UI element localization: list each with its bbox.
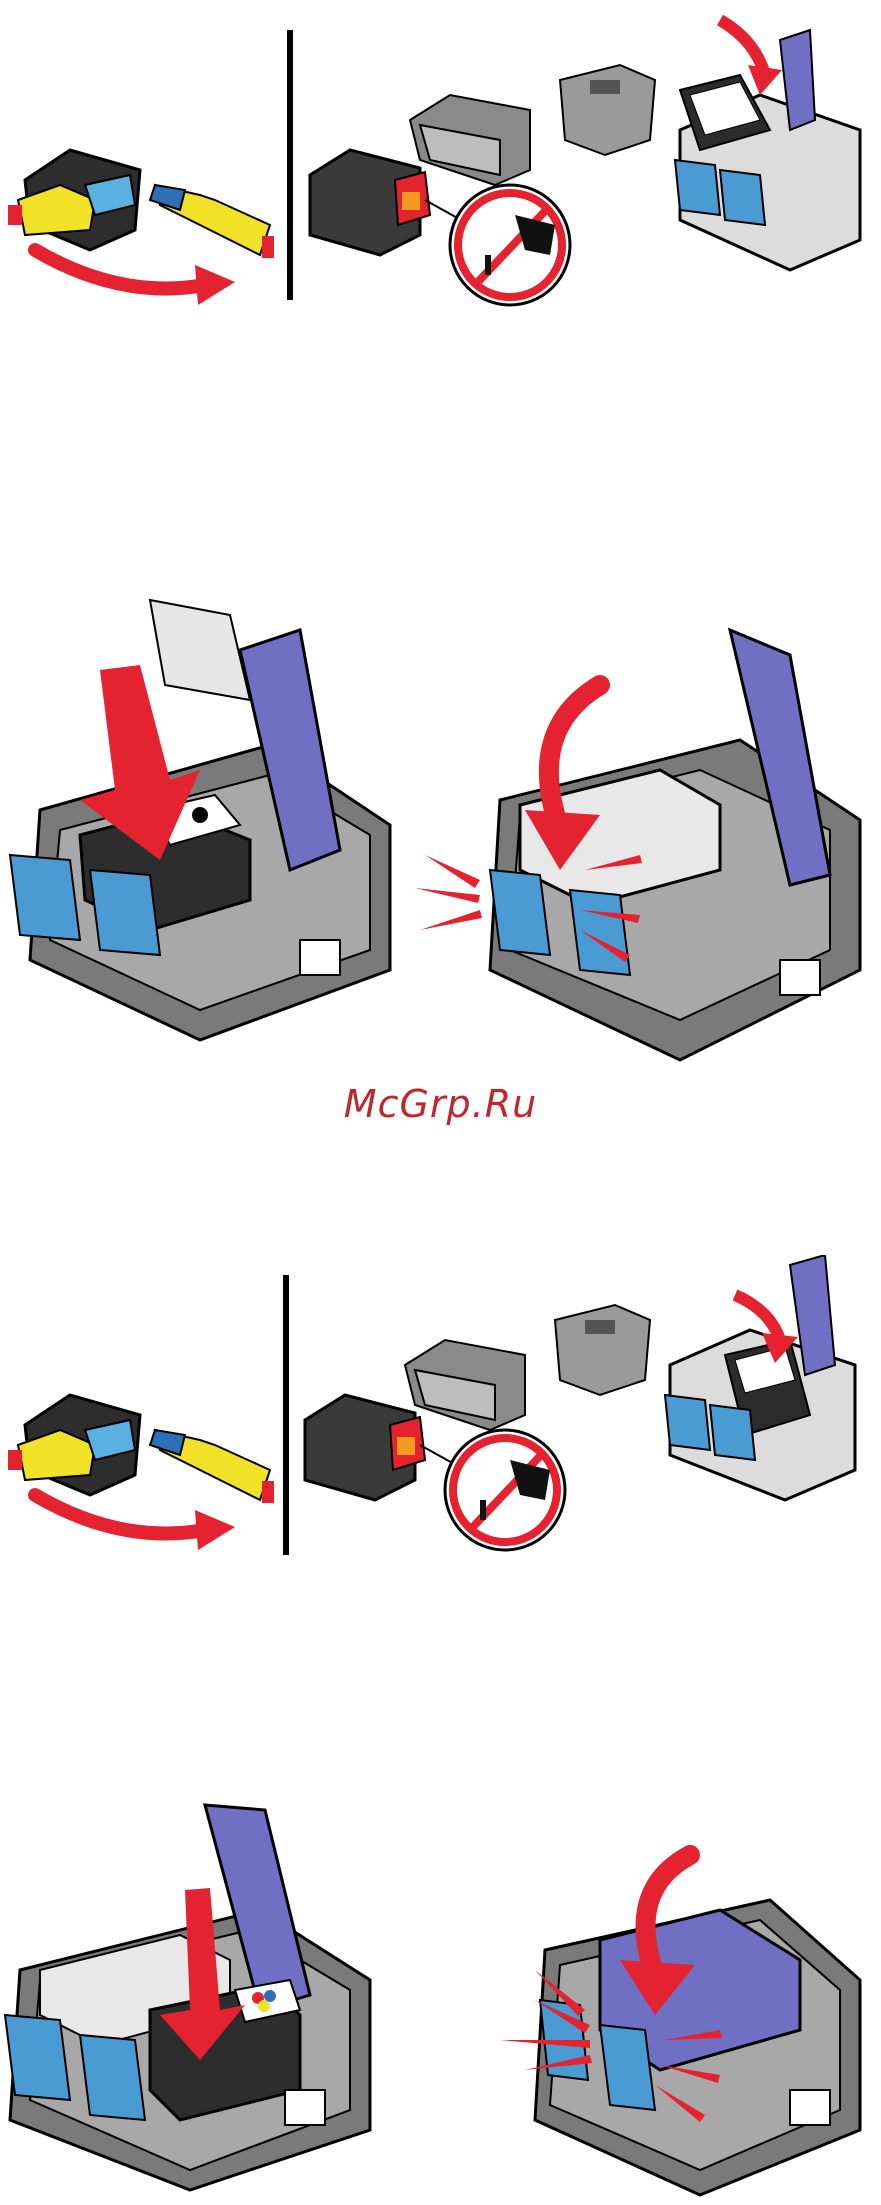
curved-arrow-icon: [35, 250, 235, 305]
step-3-illustration: [0, 1255, 881, 1575]
step-1-illustration: [0, 0, 881, 330]
cartridge-with-tape-icon: [8, 150, 140, 250]
printer-carrier-icon: [665, 1255, 855, 1500]
printer-carrier-left-icon: [5, 1805, 370, 2190]
step-3-svg: [0, 1255, 881, 1575]
printer-carrier-right-icon: [535, 1900, 860, 2195]
divider-line: [283, 1275, 289, 1555]
cartridge-outline-icon: [410, 95, 530, 185]
step-2-illustration: [0, 570, 881, 1070]
cartridge-nozzle-icon: [305, 1395, 425, 1500]
curved-arrow-icon: [35, 1495, 235, 1550]
peeled-tape-icon: [150, 185, 274, 258]
printer-carrier-left-icon: [10, 600, 390, 1040]
step-1-svg: [0, 0, 881, 330]
step-2-svg: [0, 570, 881, 1070]
cartridge-outline-icon: [560, 65, 655, 155]
cartridge-outline-icon: [555, 1305, 650, 1395]
watermark-text: McGrp.Ru: [0, 1082, 881, 1126]
cartridge-nozzle-icon: [310, 150, 430, 255]
divider-line: [287, 30, 293, 300]
cartridge-with-tape-icon: [8, 1395, 140, 1495]
peeled-tape-icon: [150, 1430, 274, 1503]
step-4-svg: [0, 1800, 881, 2205]
step-4-illustration: [0, 1800, 881, 2205]
cartridge-outline-icon: [405, 1340, 525, 1430]
do-not-touch-icon: [425, 185, 570, 305]
printer-carrier-icon: [675, 20, 860, 270]
do-not-touch-icon: [420, 1430, 565, 1550]
